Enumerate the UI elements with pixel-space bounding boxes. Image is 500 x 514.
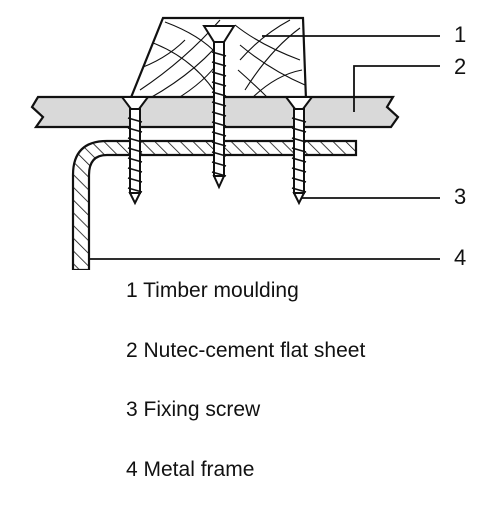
fixing-screw-right — [292, 109, 306, 203]
callout-number-4: 4 — [454, 247, 466, 269]
legend-item-flat-sheet: 2 Nutec-cement flat sheet — [126, 336, 365, 396]
fixing-screw-left — [128, 109, 142, 203]
callout-number-1: 1 — [454, 24, 466, 46]
legend: 1 Timber moulding 2 Nutec-cement flat sh… — [126, 276, 365, 514]
construction-detail-diagram — [0, 0, 500, 270]
legend-item-fixing-screw: 3 Fixing screw — [126, 395, 365, 455]
callout-number-2: 2 — [454, 56, 466, 78]
callout-number-3: 3 — [454, 186, 466, 208]
legend-item-timber-moulding: 1 Timber moulding — [126, 276, 365, 336]
legend-item-metal-frame: 4 Metal frame — [126, 455, 365, 514]
